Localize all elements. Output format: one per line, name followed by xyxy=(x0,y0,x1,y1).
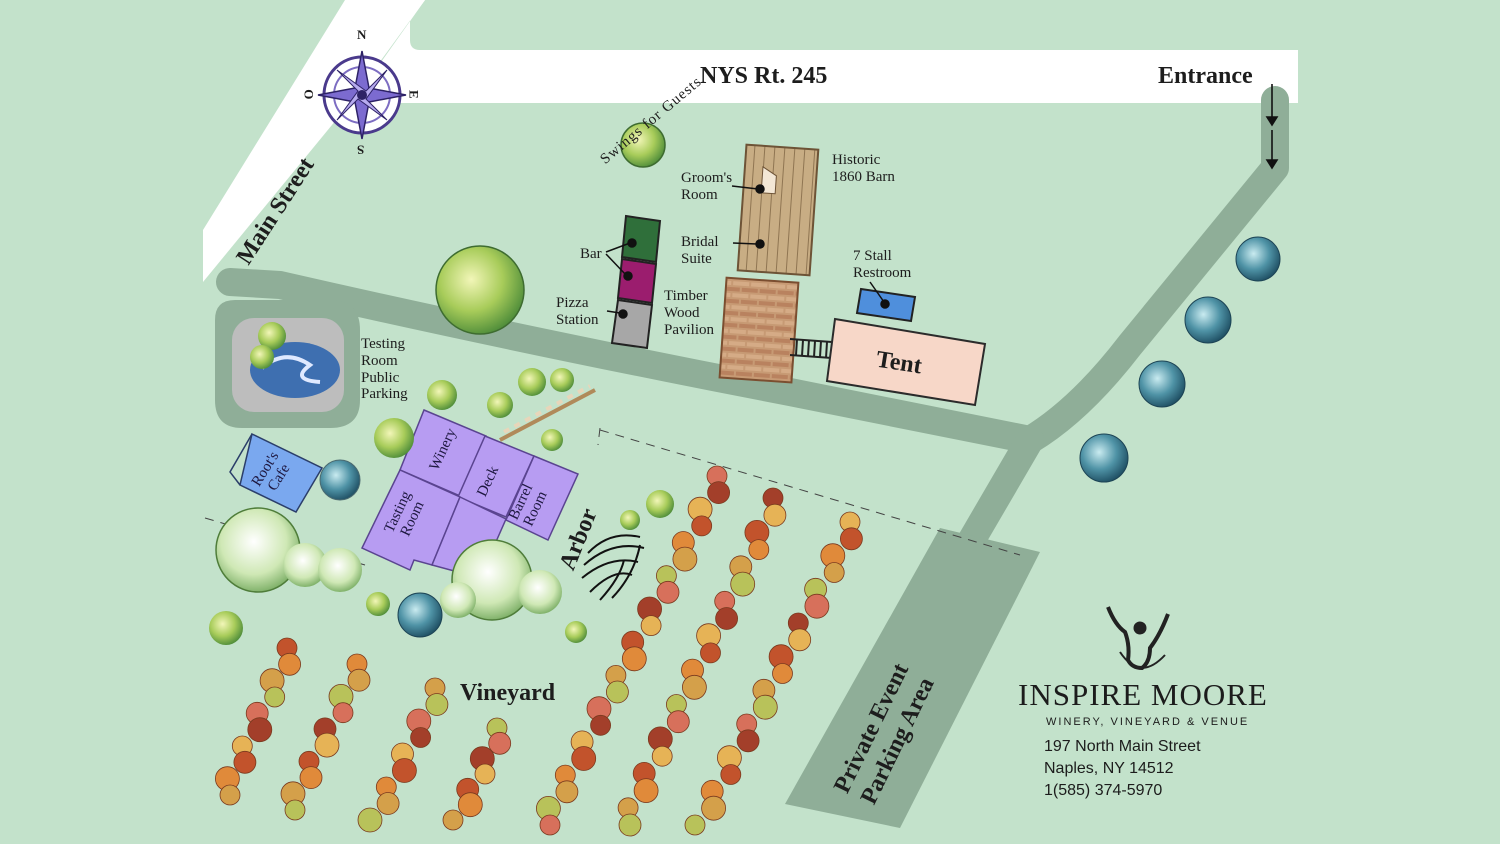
vine-plant xyxy=(691,515,713,537)
vine-plant xyxy=(357,807,383,833)
vine-plant xyxy=(640,615,662,636)
tent xyxy=(825,317,987,407)
vine-plant xyxy=(618,813,642,837)
address-line2: Naples, NY 14512 xyxy=(1044,760,1174,777)
address-line1: 197 North Main Street xyxy=(1044,738,1201,755)
bar-green xyxy=(620,214,662,264)
vine-plant xyxy=(247,717,273,743)
vine-plant xyxy=(555,780,579,804)
vine-plant xyxy=(314,732,340,758)
vine-plant xyxy=(772,663,793,684)
vine-plant xyxy=(752,694,778,720)
vine-plant xyxy=(748,539,770,560)
vineyard-label: Vineyard xyxy=(460,680,556,706)
compass-rose xyxy=(317,50,407,140)
arbor-structure xyxy=(581,534,645,601)
vine-plant xyxy=(788,628,812,652)
trees-blue xyxy=(319,236,1281,638)
private-event-parking-area xyxy=(785,528,1040,828)
vine-plant xyxy=(715,607,738,630)
vine-plant xyxy=(621,646,647,672)
inspire-moore-logo-figure xyxy=(1106,606,1170,671)
vine-plant xyxy=(391,758,417,783)
brand-name: INSPIRE MOORE xyxy=(1018,677,1268,712)
vine-plant xyxy=(332,702,354,724)
vine-plant xyxy=(219,784,241,806)
brand-tagline: WINERY, VINEYARD & VENUE xyxy=(1046,716,1250,728)
vine-plant xyxy=(233,750,257,774)
vine-plant xyxy=(539,814,561,836)
vine-plant xyxy=(707,481,730,505)
nys-rt-245-road xyxy=(352,0,1298,103)
vine-plant xyxy=(736,729,760,753)
vine-plant xyxy=(651,745,673,767)
vine-plant xyxy=(284,799,306,821)
trees-green xyxy=(209,122,674,645)
vine-plant xyxy=(376,792,400,815)
vine-plant xyxy=(684,814,706,836)
vine-plant xyxy=(571,746,597,771)
vine-plant xyxy=(700,642,721,664)
vine-plant xyxy=(763,503,787,527)
phone-number: 1(585) 374-5970 xyxy=(1044,782,1163,799)
vine-plant xyxy=(720,764,742,785)
vine-plant xyxy=(442,809,464,831)
vine-plant xyxy=(666,710,690,734)
vine-plant xyxy=(840,527,863,551)
compass-north: N xyxy=(357,27,367,42)
roots-cafe-building xyxy=(239,432,324,513)
entrance-arrows xyxy=(1265,84,1279,170)
vine-plant xyxy=(488,731,512,755)
vine-plant xyxy=(682,674,707,700)
bar-label: Bar xyxy=(580,246,602,262)
address-block: 197 North Main Street Naples, NY 14512 1… xyxy=(1044,736,1201,802)
bar-magenta xyxy=(616,257,658,305)
highway-label: NYS Rt. 245 xyxy=(700,63,828,89)
vine-plant xyxy=(457,792,483,818)
vine-plant xyxy=(299,766,323,789)
vine-plant xyxy=(823,562,845,583)
vine-plant xyxy=(730,571,756,597)
timber-wood-pavilion xyxy=(718,276,800,384)
vine-plant xyxy=(264,686,286,708)
vineyard-rows xyxy=(214,465,863,837)
vine-plant xyxy=(278,652,302,676)
vine-plant xyxy=(701,795,726,821)
vine-plant xyxy=(425,693,449,716)
vine-plant xyxy=(410,727,432,748)
vine-plant xyxy=(633,778,659,803)
vine-plant xyxy=(656,580,680,604)
trellis xyxy=(499,384,596,442)
roots-cafe-patio xyxy=(229,433,253,486)
vine-plant xyxy=(606,680,629,704)
trees-pale xyxy=(215,507,562,621)
vine-plant xyxy=(804,593,830,619)
pavilion-walkway xyxy=(789,338,833,359)
vine-plant xyxy=(347,668,371,692)
entrance-label: Entrance xyxy=(1158,63,1253,89)
vine-plant xyxy=(590,714,611,736)
vine-plant xyxy=(672,546,698,572)
vine-plant xyxy=(474,763,496,785)
